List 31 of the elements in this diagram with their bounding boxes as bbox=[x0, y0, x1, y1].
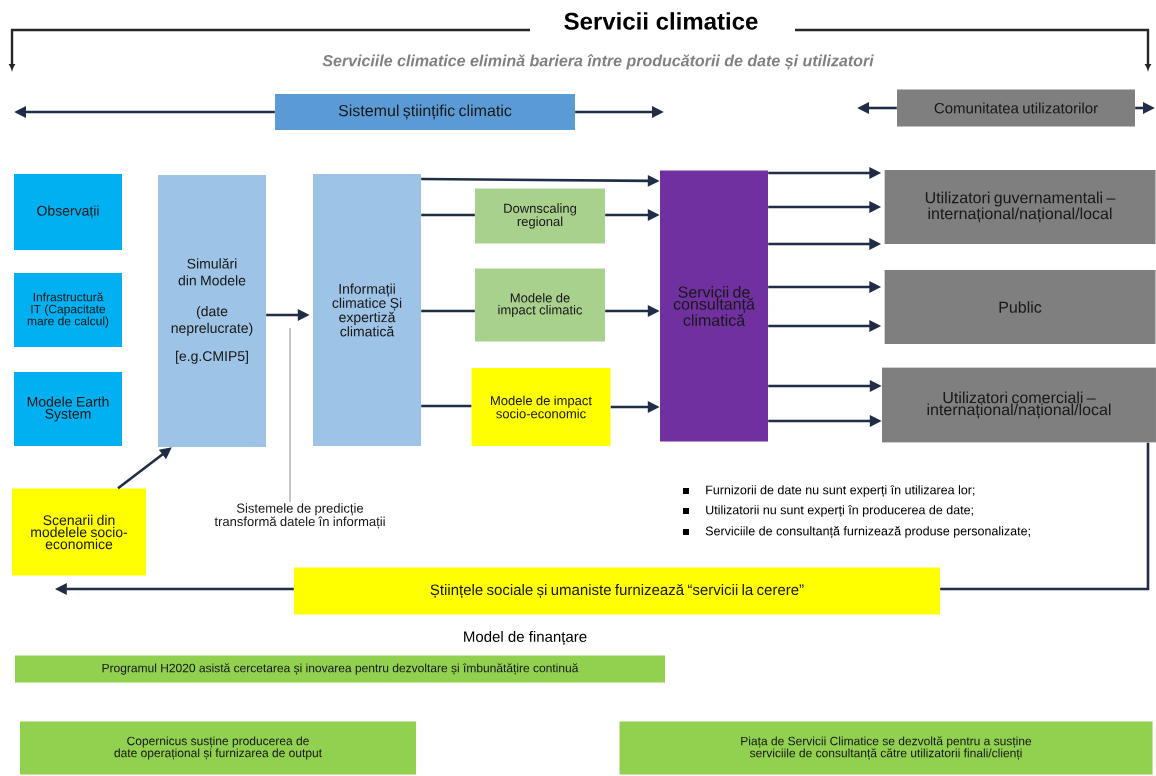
process-box: Downscaling regional bbox=[475, 188, 605, 244]
bullet-item: Furnizorii de date nu sunt experți în utilizarea lor; bbox=[683, 485, 975, 497]
connector-line bbox=[940, 442, 1150, 591]
banner-box: Științele sociale și umaniste furnizează “servicii la cerere” bbox=[294, 567, 940, 615]
subtitle: Serviciile climatice elimină bariera între producătorii de date și utilizatori bbox=[322, 54, 874, 70]
bullet-item: Serviciile de consultanță furnizează produse personalizate; bbox=[683, 526, 1030, 538]
header-band: Comunitatea utilizatorilor bbox=[897, 89, 1135, 127]
process-box: Observații bbox=[14, 174, 122, 250]
header-band: Sistemul științific climatic bbox=[275, 94, 575, 130]
process-box: Infrastructură IT (Capacitate mare de calcul) bbox=[14, 273, 122, 347]
process-box: Scenarii din modelele socio-economice bbox=[12, 488, 146, 576]
funding-box: Programul H2020 asistă cercetarea și inovarea pentru dezvoltare și îmbunătățire continuă bbox=[15, 655, 665, 683]
user-group-box: Public bbox=[884, 270, 1156, 344]
section-heading: Model de finanțare bbox=[464, 630, 587, 645]
process-box: Modele de impact climatic bbox=[475, 268, 605, 342]
title: Servicii climatice bbox=[559, 8, 763, 34]
process-box: Informații climatice Și expertiză climatică bbox=[313, 174, 421, 446]
leader-line bbox=[289, 327, 291, 503]
process-box: Modele de impact socio-economic bbox=[471, 368, 611, 446]
process-box: Modele Earth System bbox=[14, 372, 122, 446]
funding-box: Piața de Servicii Climatice se dezvoltă pentru a susține serviciile de consultanță către utilizatorii finali/clienți bbox=[619, 721, 1153, 775]
bullet-item: Utilizatorii nu sunt experți în producerea de date; bbox=[683, 505, 973, 517]
process-box: Servicii de consultanță climatică bbox=[660, 170, 768, 442]
connector-line bbox=[421, 309, 475, 313]
user-group-box: Utilizatori comerciali – internațional/național/local bbox=[882, 367, 1156, 443]
connector-line bbox=[421, 213, 475, 217]
connector-line bbox=[421, 404, 472, 408]
note-text: Sistemele de predicție transformă datele în informații bbox=[214, 503, 385, 529]
user-group-box: Utilizatori guvernamentali – internațional/național/local bbox=[884, 170, 1156, 244]
process-box: Simulări din Modele (date neprelucrate) [e.g.CMIP5] bbox=[158, 175, 266, 447]
funding-box: Copernicus susține producerea de date operațional și furnizarea de output bbox=[20, 721, 416, 775]
